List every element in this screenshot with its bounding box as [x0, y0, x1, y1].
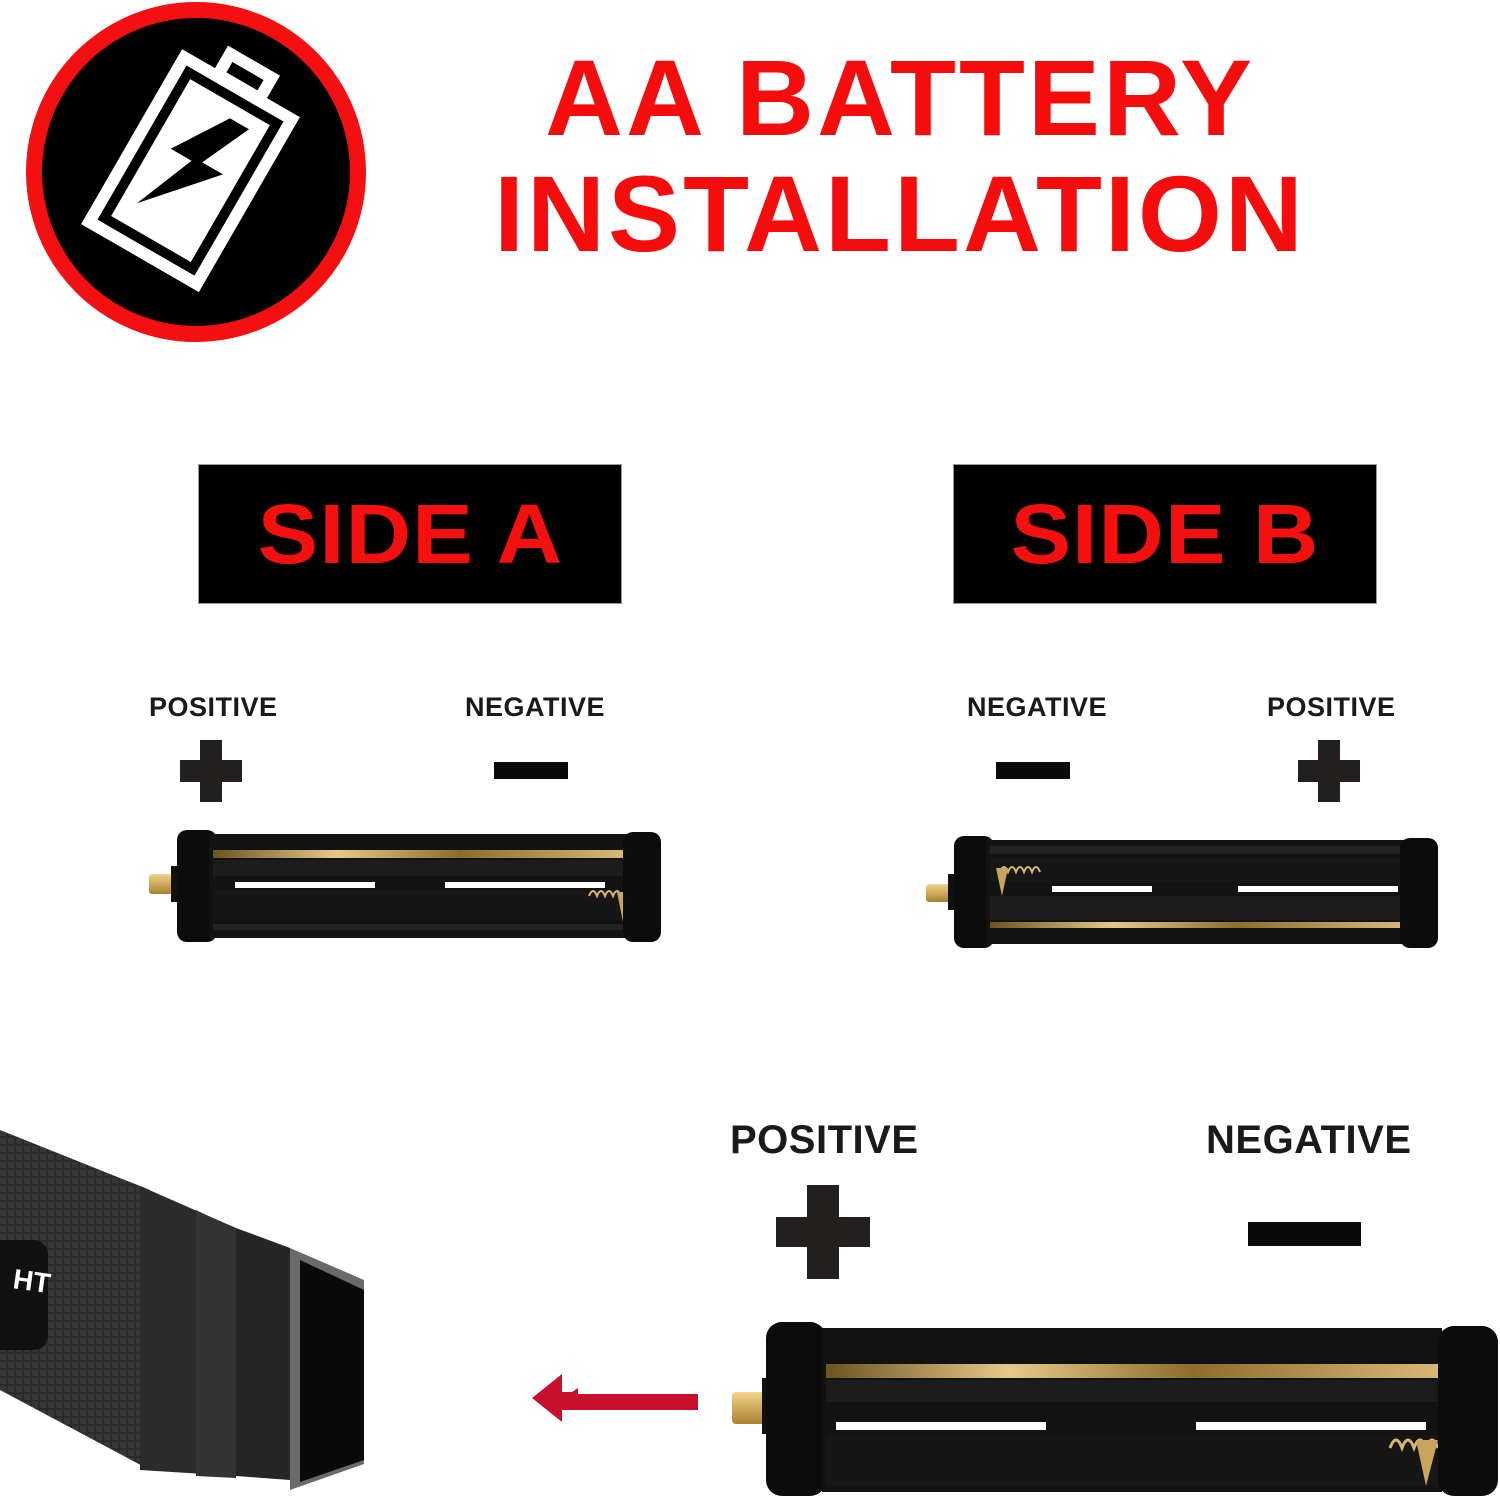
side-b-text: SIDE B — [1010, 486, 1320, 581]
side-a-positive-label: POSITIVE — [149, 692, 278, 722]
insert-positive-label: POSITIVE — [730, 1118, 919, 1162]
flashlight-tail: HT — [0, 1130, 364, 1490]
side-b-negative-label: NEGATIVE — [967, 692, 1108, 722]
plus-icon — [180, 740, 242, 802]
battery-holder-insert — [732, 1322, 1498, 1496]
page-title: AA BATTERY INSTALLATION — [420, 40, 1380, 272]
side-b-positive-label: POSITIVE — [1267, 692, 1396, 722]
plus-icon — [1298, 740, 1360, 802]
minus-icon — [996, 762, 1070, 779]
side-b-label: SIDE B — [953, 464, 1377, 604]
side-a-label: SIDE A — [198, 464, 622, 604]
side-a-text: SIDE A — [257, 486, 563, 581]
battery-holder-side-b — [926, 836, 1438, 948]
minus-icon — [1248, 1222, 1361, 1246]
plus-icon — [776, 1185, 870, 1279]
title-line-2: INSTALLATION — [494, 153, 1306, 274]
side-a-negative-label: NEGATIVE — [465, 692, 606, 722]
insert-negative-label: NEGATIVE — [1206, 1118, 1412, 1162]
battery-badge — [26, 2, 366, 342]
minus-icon — [494, 762, 568, 779]
flashlight-brand-fragment: HT — [11, 1263, 52, 1299]
battery-holder-side-a — [149, 830, 661, 942]
insert-arrow-icon — [532, 1374, 698, 1422]
battery-charging-icon — [81, 45, 300, 293]
title-line-1: AA BATTERY — [545, 37, 1255, 158]
